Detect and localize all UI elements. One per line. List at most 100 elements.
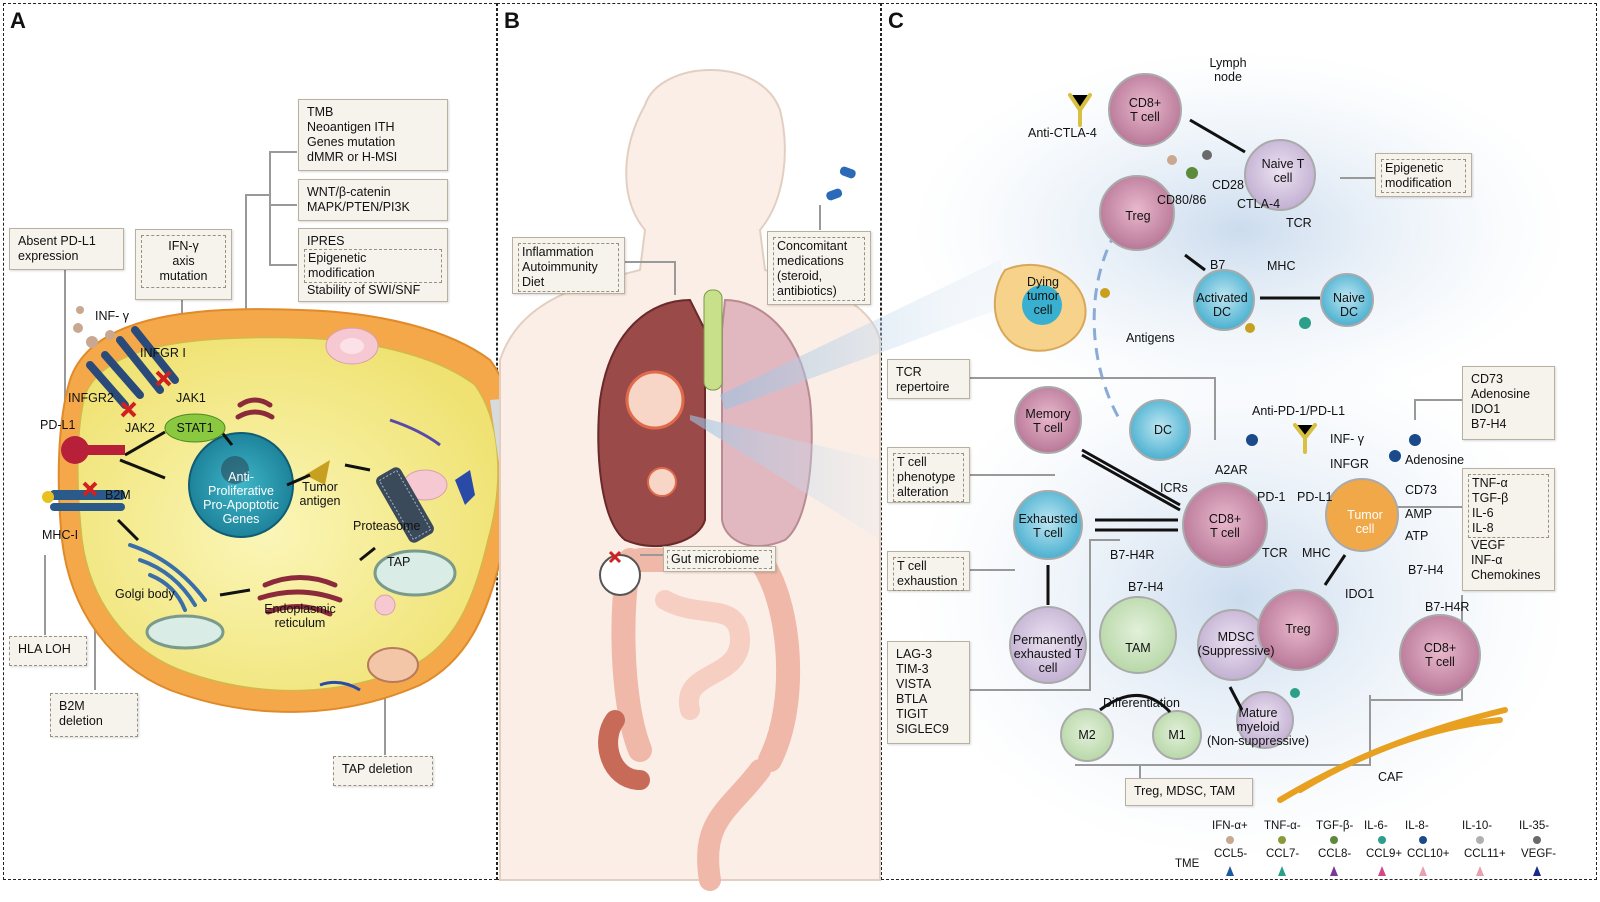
label-ido1: IDO1	[1345, 587, 1375, 601]
label-perm-exhausted: Permanently exhausted T cell	[1013, 633, 1083, 675]
text-nucleus-3: Pro-Apoptotic	[203, 498, 279, 512]
text-tumor-antigen-1: Tumor	[302, 480, 338, 494]
box-tcr-repertoire: TCR repertoire	[887, 359, 970, 399]
text-pheno-1: T cell	[897, 455, 927, 469]
legend-dot-2	[1330, 836, 1338, 844]
label-inf-gamma-a: INF- γ	[95, 309, 130, 323]
box-tcell-phenotype-inner: T cell phenotype alteration	[893, 453, 964, 502]
text-lymph-2: node	[1214, 70, 1242, 84]
label-anti-ctla4: Anti-CTLA-4	[1028, 126, 1097, 140]
text-tumor-cell-2: cell	[1355, 522, 1375, 536]
label-infgr1: INFGR I	[140, 346, 186, 360]
label-mature-myeloid: Mature myeloid (Non-suppressive)	[1207, 706, 1309, 748]
label-tcr-top: TCR	[1286, 216, 1312, 230]
label-icrs: ICRs	[1160, 481, 1188, 495]
text-mapk: MAPK/PTEN/PI3K	[307, 200, 410, 214]
box-tnf: TNF-α TGF-β IL-6 IL-8 VEGF INF-α Chemoki…	[1462, 468, 1555, 591]
text-perm-3: cell	[1038, 661, 1058, 675]
label-mhc-top: MHC	[1267, 259, 1296, 273]
text-chemokines: Chemokines	[1471, 568, 1541, 582]
text-inflammation: Inflammation	[522, 245, 594, 259]
legend-triangle-2	[1330, 866, 1338, 876]
text-gut-microbiome: Gut microbiome	[671, 552, 760, 566]
legend-chemokine-2: CCL8-	[1318, 848, 1352, 860]
label-pdl1-c: PD-L1	[1297, 490, 1333, 504]
label-caf: CAF	[1378, 770, 1403, 784]
text-epigenetic-c1: Epigenetic	[1385, 161, 1444, 175]
text-inf-alpha: INF-α	[1471, 553, 1503, 567]
text-ifn-axis-3: mutation	[159, 269, 208, 283]
text-myeloid-3: (Non-suppressive)	[1206, 734, 1310, 748]
text-treg-mdsc-tam: Treg, MDSC, TAM	[1134, 784, 1236, 798]
legend-cytokine-0: IFN-α+	[1212, 820, 1248, 832]
legend-cytokine-1: TNF-α-	[1264, 820, 1301, 832]
label-dc: DC	[1153, 423, 1173, 437]
text-memory-1: Memory	[1025, 407, 1071, 421]
label-tam: TAM	[1125, 641, 1151, 655]
label-cd8-right: CD8+ T cell	[1424, 641, 1456, 669]
label-a2ar: A2AR	[1215, 463, 1248, 477]
label-naive-t: Naive T cell	[1262, 157, 1305, 185]
label-mdsc: MDSC (Suppressive)	[1197, 630, 1274, 658]
legend-chemokine-0: CCL5-	[1214, 848, 1248, 860]
label-er: Endoplasmic reticulum	[264, 602, 336, 630]
box-tcell-exhaustion: T cell exhaustion	[887, 551, 970, 591]
text-medications-4: antibiotics)	[777, 284, 837, 298]
text-mdsc-2: (Suppressive)	[1197, 644, 1275, 658]
label-cd8-top: CD8+ T cell	[1129, 96, 1161, 124]
text-dying-3: cell	[1033, 303, 1053, 317]
legend-dot-1	[1278, 836, 1286, 844]
text-vegf: VEGF	[1471, 538, 1506, 552]
text-medications-1: Concomitant	[777, 239, 848, 253]
label-b7h4-left: B7-H4	[1128, 580, 1164, 594]
label-anti-pd1: Anti-PD-1/PD-L1	[1252, 404, 1346, 418]
label-b7h4r-left: B7-H4R	[1110, 548, 1155, 562]
label-treg-bottom: Treg	[1285, 622, 1311, 636]
text-dying-2: tumor	[1027, 289, 1059, 303]
text-vista: VISTA	[896, 677, 932, 691]
text-act-dc-1: Activated	[1196, 291, 1248, 305]
text-cd8-top-1: CD8+	[1128, 96, 1162, 110]
text-b7h4-box: B7-H4	[1471, 417, 1507, 431]
label-atp: ATP	[1405, 529, 1429, 543]
text-ido1-box: IDO1	[1471, 402, 1501, 416]
box-gut-inner: Gut microbiome	[667, 550, 772, 569]
legend-triangle-0	[1226, 866, 1234, 876]
text-siglec9: SIGLEC9	[896, 722, 949, 736]
legend-triangle-6	[1533, 866, 1541, 876]
text-hla-loh: HLA LOH	[18, 642, 71, 656]
label-activated-dc: Activated DC	[1196, 291, 1247, 319]
text-btla: BTLA	[896, 692, 928, 706]
box-tmb: TMB Neoantigen ITH Genes mutation dMMR o…	[298, 99, 448, 171]
box-tcell-phenotype: T cell phenotype alteration	[887, 447, 970, 503]
text-naive-dc-1: Naive	[1333, 291, 1365, 305]
box-medications-inner: Concomitant medications (steroid, antibi…	[773, 237, 865, 301]
text-il8: IL-8	[1472, 521, 1494, 535]
text-cd8r-2: T cell	[1425, 655, 1455, 669]
text-er-1: Endoplasmic	[264, 602, 336, 616]
text-absent-pdl1-1: Absent PD-L1	[18, 234, 96, 248]
legend-chemokine-5: CCL11+	[1464, 848, 1506, 860]
label-jak1: JAK1	[176, 391, 206, 405]
text-genes-mutation: Genes mutation	[307, 135, 396, 149]
label-b7h4-right: B7-H4	[1408, 563, 1444, 577]
text-cd73-box: CD73	[1471, 372, 1503, 386]
label-tumor-antigen: Tumor antigen	[299, 480, 340, 508]
label-mhc-center: MHC	[1302, 546, 1331, 560]
text-act-dc-2: DC	[1212, 305, 1232, 319]
label-b2m: B2M	[105, 488, 131, 502]
text-naive-t-1: Naive T	[1261, 157, 1305, 171]
box-tcell-exhaustion-inner: T cell exhaustion	[893, 557, 964, 591]
box-ifn-axis-inner: IFN-γ axis mutation	[141, 235, 226, 288]
label-m2: M2	[1078, 728, 1096, 742]
label-amp: AMP	[1405, 507, 1433, 521]
text-cd8c-1: CD8+	[1208, 512, 1242, 526]
label-cd28: CD28	[1212, 178, 1244, 192]
text-dmmr: dMMR or H-MSI	[307, 150, 398, 164]
text-tgf: TGF-β	[1472, 491, 1509, 505]
label-infgr2: INFGR2	[68, 391, 114, 405]
panel-c-border	[881, 3, 1597, 880]
label-m1: M1	[1168, 728, 1186, 742]
label-mhc1: MHC-I	[42, 528, 79, 542]
label-stat1: STAT1	[176, 421, 214, 435]
